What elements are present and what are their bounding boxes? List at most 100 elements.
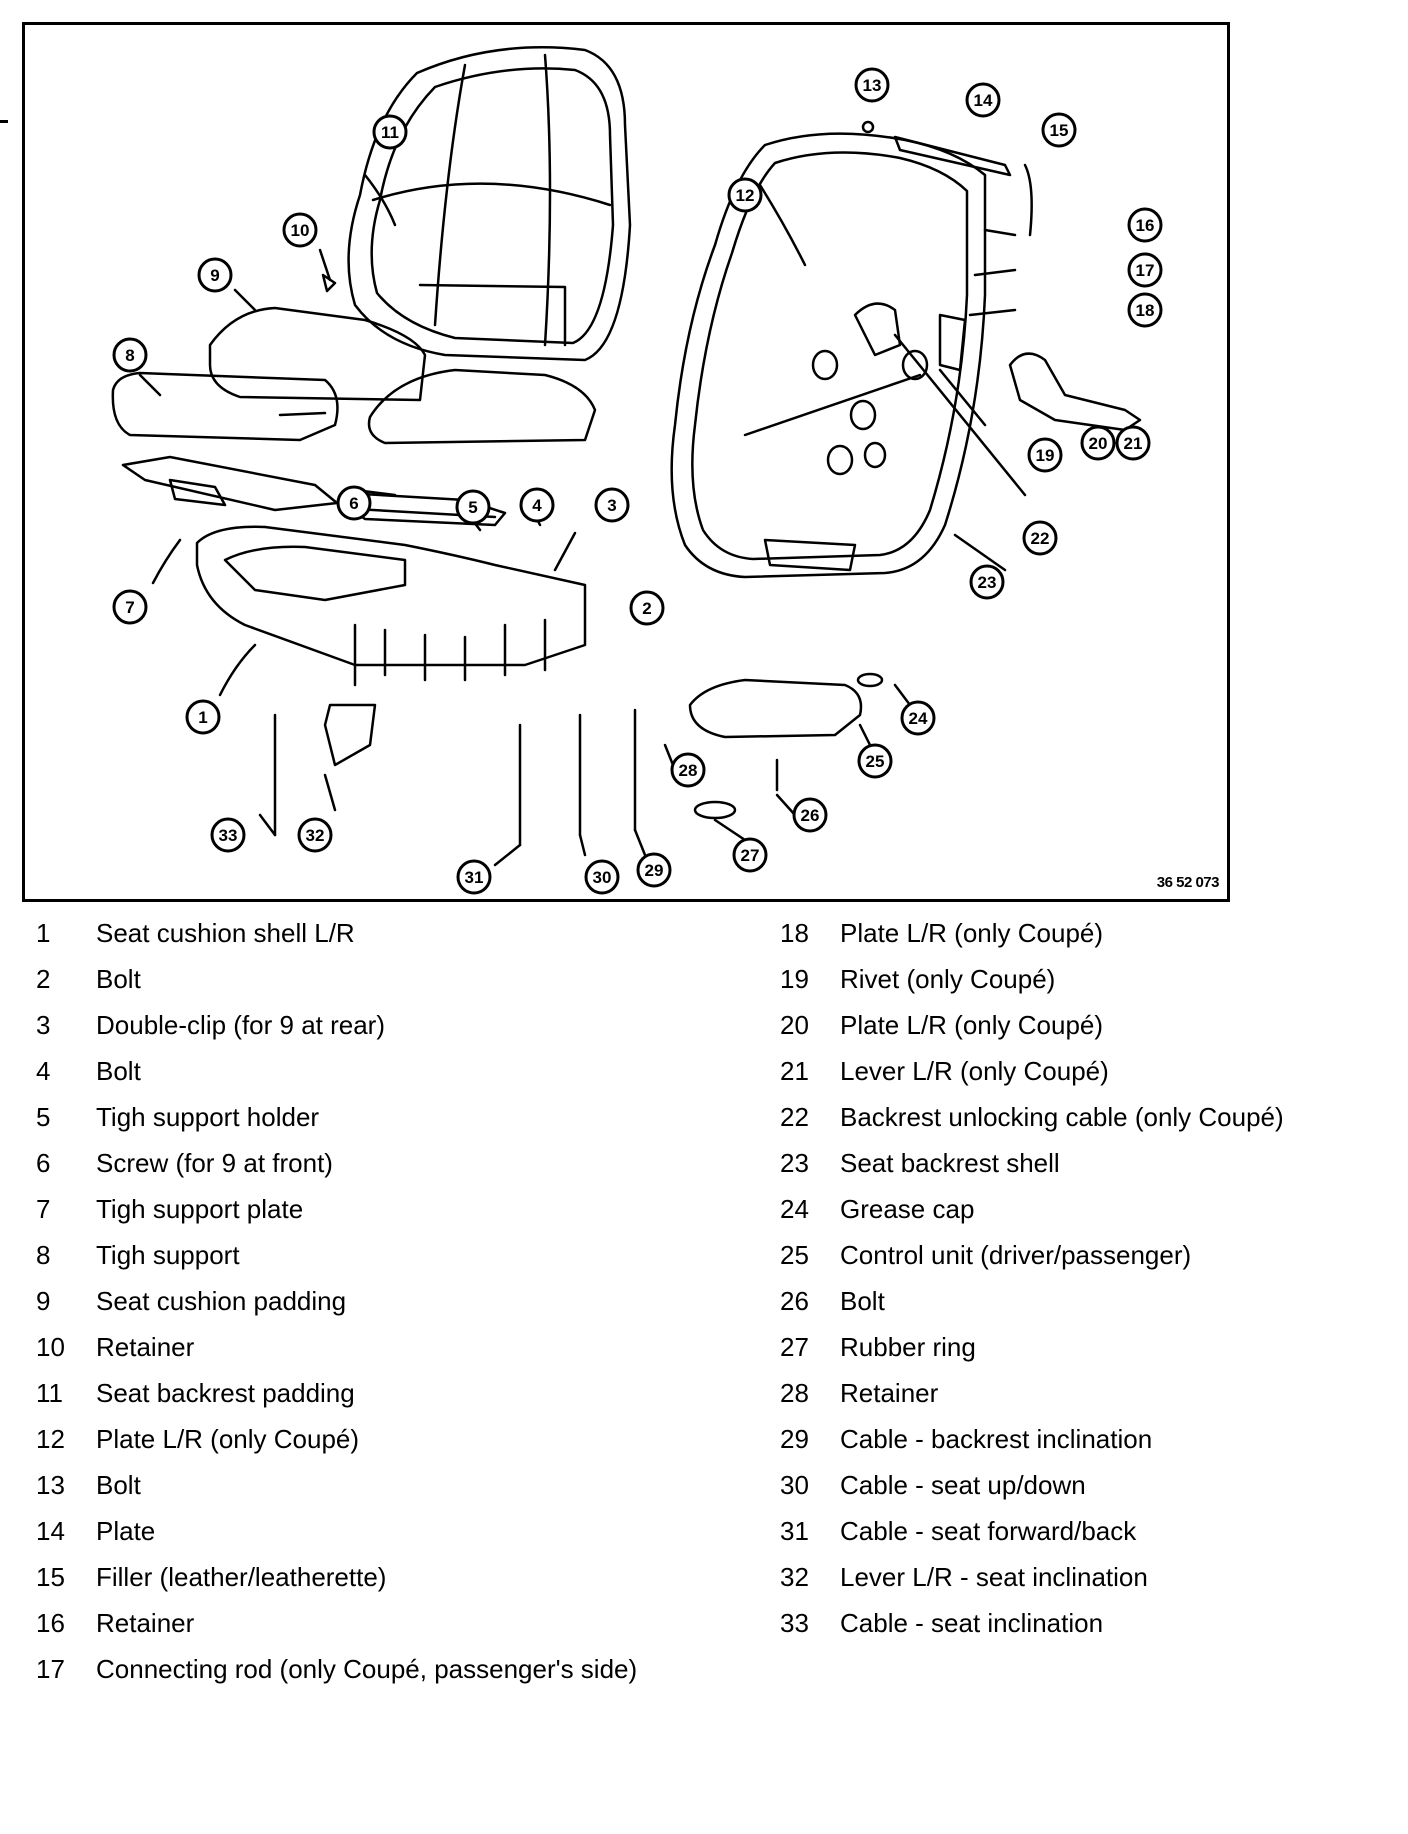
callout-circle xyxy=(112,589,148,625)
legend-number: 33 xyxy=(780,1608,809,1638)
legend-label: Plate xyxy=(96,1516,156,1546)
callout-number: 27 xyxy=(741,846,760,865)
callout-11: 11 xyxy=(372,114,408,150)
callout-circle xyxy=(900,700,936,736)
callout-number: 32 xyxy=(306,826,325,845)
legend-label: Retainer xyxy=(96,1332,195,1362)
callout-number: 17 xyxy=(1136,261,1155,280)
legend-number: 8 xyxy=(36,1240,51,1270)
callout-circle xyxy=(336,485,372,521)
legend-number: 27 xyxy=(780,1332,809,1362)
callout-circle xyxy=(197,257,233,293)
legend-number: 30 xyxy=(780,1470,809,1500)
callout-29: 29 xyxy=(636,852,672,888)
callout-circle xyxy=(297,817,333,853)
legend-number: 31 xyxy=(780,1516,809,1546)
rubber-ring-part xyxy=(693,800,737,820)
callout-1: 1 xyxy=(185,699,221,735)
tigh-support-plate-part xyxy=(121,455,339,512)
figure-code: 36 52 073 xyxy=(1156,874,1220,891)
legend-label: Seat cushion padding xyxy=(96,1286,347,1316)
legend-label: Plate L/R (only Coupé) xyxy=(840,918,1104,948)
legend-number: 16 xyxy=(36,1608,65,1638)
callout-number: 18 xyxy=(1136,301,1155,320)
callout-23: 23 xyxy=(969,564,1005,600)
callout-circle xyxy=(1041,112,1077,148)
legend-label: Tigh support plate xyxy=(96,1194,304,1224)
legend-label: Cable - backrest inclination xyxy=(840,1424,1153,1454)
legend-number: 14 xyxy=(36,1516,65,1546)
legend-label: Cable - seat up/down xyxy=(840,1470,1086,1500)
callout-number: 30 xyxy=(593,868,612,887)
legend-number: 10 xyxy=(36,1332,65,1362)
legend-number: 11 xyxy=(36,1378,63,1408)
callout-26: 26 xyxy=(792,797,828,833)
callout-circle xyxy=(456,859,492,895)
legend-label: Rubber ring xyxy=(840,1332,976,1362)
margin-mark xyxy=(0,120,8,123)
callout-circle xyxy=(1022,520,1058,556)
plate-12-part xyxy=(853,302,902,357)
callout-9: 9 xyxy=(197,257,233,293)
plate-14-part xyxy=(893,135,1012,177)
callout-18: 18 xyxy=(1127,292,1163,328)
callout-number: 1 xyxy=(198,708,207,727)
callout-circle xyxy=(584,859,620,895)
callout-circle xyxy=(670,752,706,788)
callout-number: 9 xyxy=(210,266,219,285)
callout-4: 4 xyxy=(519,487,555,523)
callout-number: 4 xyxy=(532,496,542,515)
callout-21: 21 xyxy=(1115,425,1151,461)
legend-number: 5 xyxy=(36,1102,51,1132)
legend-number: 28 xyxy=(780,1378,809,1408)
callout-circle xyxy=(1115,425,1151,461)
callout-number: 19 xyxy=(1036,446,1055,465)
callout-circle xyxy=(1080,425,1116,461)
plate-18-part xyxy=(938,313,967,372)
callout-number: 13 xyxy=(863,76,882,95)
callout-number: 7 xyxy=(125,598,134,617)
callout-5: 5 xyxy=(455,489,491,525)
legend-label: Seat cushion shell L/R xyxy=(96,918,355,948)
legend-number: 19 xyxy=(780,964,809,994)
callout-25: 25 xyxy=(857,743,893,779)
callout-10: 10 xyxy=(282,212,318,248)
lever-21-part xyxy=(1008,352,1142,432)
callout-28: 28 xyxy=(670,752,706,788)
callout-circle xyxy=(1027,437,1063,473)
callout-circle xyxy=(185,699,221,735)
callout-circle xyxy=(965,82,1001,118)
legend-number: 18 xyxy=(780,918,809,948)
legend-label: Lever L/R - seat inclination xyxy=(840,1562,1148,1592)
callout-number: 21 xyxy=(1124,434,1143,453)
callout-circle xyxy=(1127,207,1163,243)
callout-22: 22 xyxy=(1022,520,1058,556)
callout-circle xyxy=(519,487,555,523)
legend-label: Backrest unlocking cable (only Coupé) xyxy=(840,1102,1284,1132)
callout-32: 32 xyxy=(297,817,333,853)
legend-label: Seat backrest padding xyxy=(96,1378,355,1408)
filler-15-part xyxy=(1023,163,1033,237)
control-unit-part xyxy=(688,678,863,739)
callout-circle xyxy=(1127,292,1163,328)
legend-number: 4 xyxy=(36,1056,51,1086)
exploded-view-drawing: 1234567891011121314151617181920212223242… xyxy=(111,46,1163,895)
legend-number: 25 xyxy=(780,1240,809,1270)
callout-24: 24 xyxy=(900,700,936,736)
legend-number: 32 xyxy=(780,1562,809,1592)
legend-number: 20 xyxy=(780,1010,809,1040)
callout-number: 25 xyxy=(866,752,885,771)
legend-number: 29 xyxy=(780,1424,809,1454)
callout-circle xyxy=(455,489,491,525)
callout-30: 30 xyxy=(584,859,620,895)
legend-label: Screw (for 9 at front) xyxy=(96,1148,333,1178)
callout-3: 3 xyxy=(594,487,630,523)
callout-circle xyxy=(854,67,890,103)
callout-circle xyxy=(210,817,246,853)
callout-number: 28 xyxy=(679,761,698,780)
legend-number: 17 xyxy=(36,1654,65,1684)
legend-label: Cable - seat forward/back xyxy=(840,1516,1137,1546)
legend-label: Retainer xyxy=(840,1378,939,1408)
callout-12: 12 xyxy=(727,177,763,213)
